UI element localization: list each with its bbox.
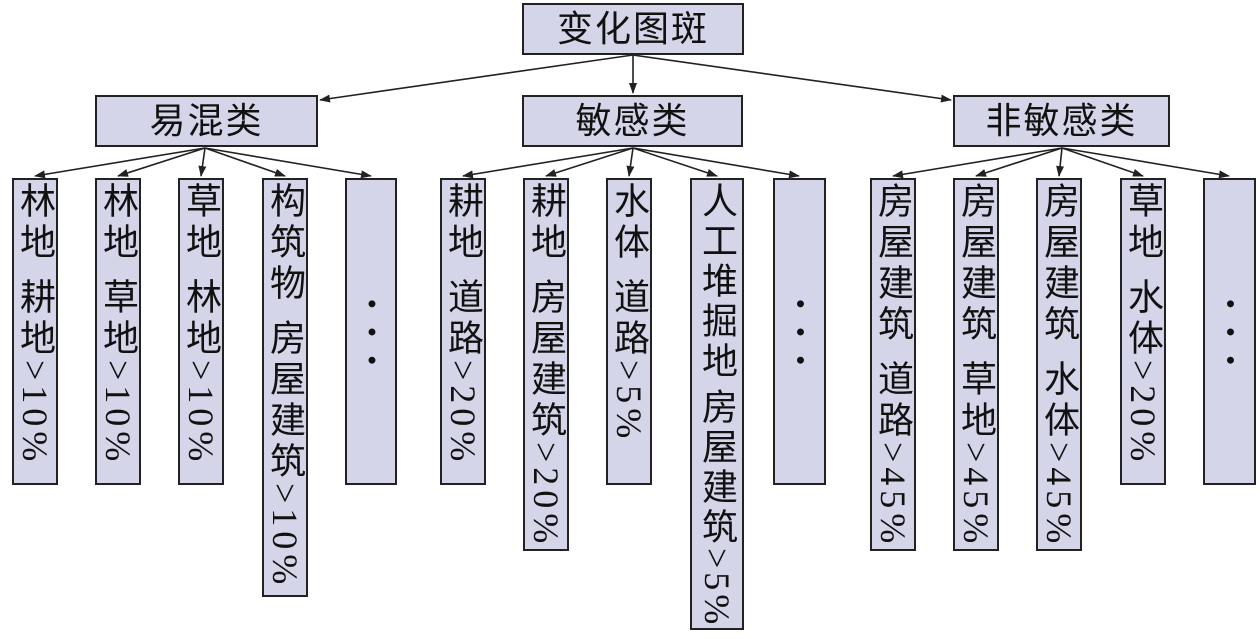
more-node: ••• <box>1203 178 1256 485</box>
leaf-text: 房屋建筑草地>45% <box>956 182 996 549</box>
leaf-class: 房屋建筑 <box>956 182 996 346</box>
leaf-text: 草地林地>10% <box>181 182 221 467</box>
leaf-class: 耕地 <box>443 182 483 264</box>
leaf-class: 人工堆掘地 <box>697 182 737 382</box>
ellipsis-icon: ••• <box>357 296 385 381</box>
arrow-mingan-to-leaf-2 <box>545 147 634 177</box>
leaf-text: 构筑物房屋建筑>10% <box>265 182 305 590</box>
leaf-node: 水体道路>5% <box>606 178 652 485</box>
leaf-rule: 水体>20% <box>1123 278 1163 467</box>
leaf-rule: 道路>5% <box>609 278 649 444</box>
leaf-node: 耕地道路>20% <box>440 178 486 485</box>
arrow-yihun-to-more <box>204 147 372 179</box>
group-node-yihun: 易混类 <box>95 95 318 147</box>
arrow-root-to-yihun <box>319 54 634 103</box>
leaf-node: 房屋建筑草地>45% <box>953 178 999 551</box>
arrow-mingan-to-leaf-3 <box>626 147 635 177</box>
leaf-class: 耕地 <box>526 182 566 264</box>
leaf-class: 水体 <box>609 182 649 264</box>
group-node-feimingan: 非敏感类 <box>953 95 1170 147</box>
leaf-node: 耕地房屋建筑>20% <box>523 178 569 551</box>
arrow-feimingan-to-leaf-4 <box>1061 147 1144 177</box>
leaf-node: 草地林地>10% <box>178 178 224 485</box>
leaf-rule: 林地>10% <box>181 278 221 467</box>
leaf-rule: 耕地>10% <box>15 278 55 467</box>
leaf-class: 构筑物 <box>265 182 305 305</box>
arrow-mingan-to-more <box>632 147 800 179</box>
leaf-text: 耕地房屋建筑>20% <box>526 182 566 549</box>
arrow-mingan-to-leaf-4 <box>632 147 718 177</box>
leaf-rule: 草地>45% <box>956 360 996 549</box>
leaf-text: 房屋建筑水体>45% <box>1039 182 1079 549</box>
leaf-node: 构筑物房屋建筑>10% <box>262 178 308 597</box>
leaf-rule: 房屋建筑>10% <box>265 319 305 590</box>
arrow-feimingan-to-leaf-1 <box>892 147 1063 179</box>
leaf-node: 林地草地>10% <box>95 178 141 485</box>
leaf-text: 耕地道路>20% <box>443 182 483 467</box>
arrow-feimingan-to-leaf-2 <box>975 147 1063 177</box>
more-node: ••• <box>773 178 826 485</box>
leaf-text: 人工堆掘地房屋建筑>5% <box>697 182 737 629</box>
ellipsis-icon: ••• <box>785 296 814 381</box>
leaf-node: 房屋建筑水体>45% <box>1036 178 1082 551</box>
arrow-yihun-to-leaf-2 <box>117 147 206 177</box>
leaf-node: 林地耕地>10% <box>12 178 58 485</box>
leaf-text: 草地水体>20% <box>1123 182 1163 467</box>
leaf-rule: 房屋建筑>5% <box>697 388 737 629</box>
arrow-feimingan-to-more <box>1061 147 1230 179</box>
leaf-class: 草地 <box>1123 182 1163 264</box>
leaf-class: 房屋建筑 <box>1039 182 1079 346</box>
leaf-node: 房屋建筑道路>45% <box>870 178 916 551</box>
leaf-class: 草地 <box>181 182 221 264</box>
arrow-root-to-feimingan <box>632 54 952 103</box>
leaf-node: 草地水体>20% <box>1120 178 1166 485</box>
leaf-text: 房屋建筑道路>45% <box>873 182 913 549</box>
leaf-rule: 道路>45% <box>873 360 913 549</box>
leaf-rule: 水体>45% <box>1039 360 1079 549</box>
leaf-class: 房屋建筑 <box>873 182 913 346</box>
leaf-text: 水体道路>5% <box>609 182 649 444</box>
arrow-yihun-to-leaf-4 <box>204 147 286 177</box>
leaf-node: 人工堆掘地房屋建筑>5% <box>690 178 744 630</box>
root-node: 变化图斑 <box>522 3 744 55</box>
leaf-rule: 草地>10% <box>98 278 138 467</box>
group-node-mingan: 敏感类 <box>522 95 743 147</box>
leaf-class: 林地 <box>15 182 55 264</box>
arrow-yihun-to-leaf-1 <box>34 147 206 179</box>
leaf-rule: 房屋建筑>20% <box>526 278 566 549</box>
arrow-mingan-to-leaf-1 <box>462 147 634 179</box>
leaf-rule: 道路>20% <box>443 278 483 467</box>
arrow-feimingan-to-leaf-3 <box>1056 147 1065 177</box>
leaf-text: 林地耕地>10% <box>15 182 55 467</box>
more-node: ••• <box>345 178 397 485</box>
ellipsis-icon: ••• <box>1215 296 1244 381</box>
arrow-yihun-to-leaf-3 <box>198 147 207 177</box>
leaf-text: 林地草地>10% <box>98 182 138 467</box>
leaf-class: 林地 <box>98 182 138 264</box>
